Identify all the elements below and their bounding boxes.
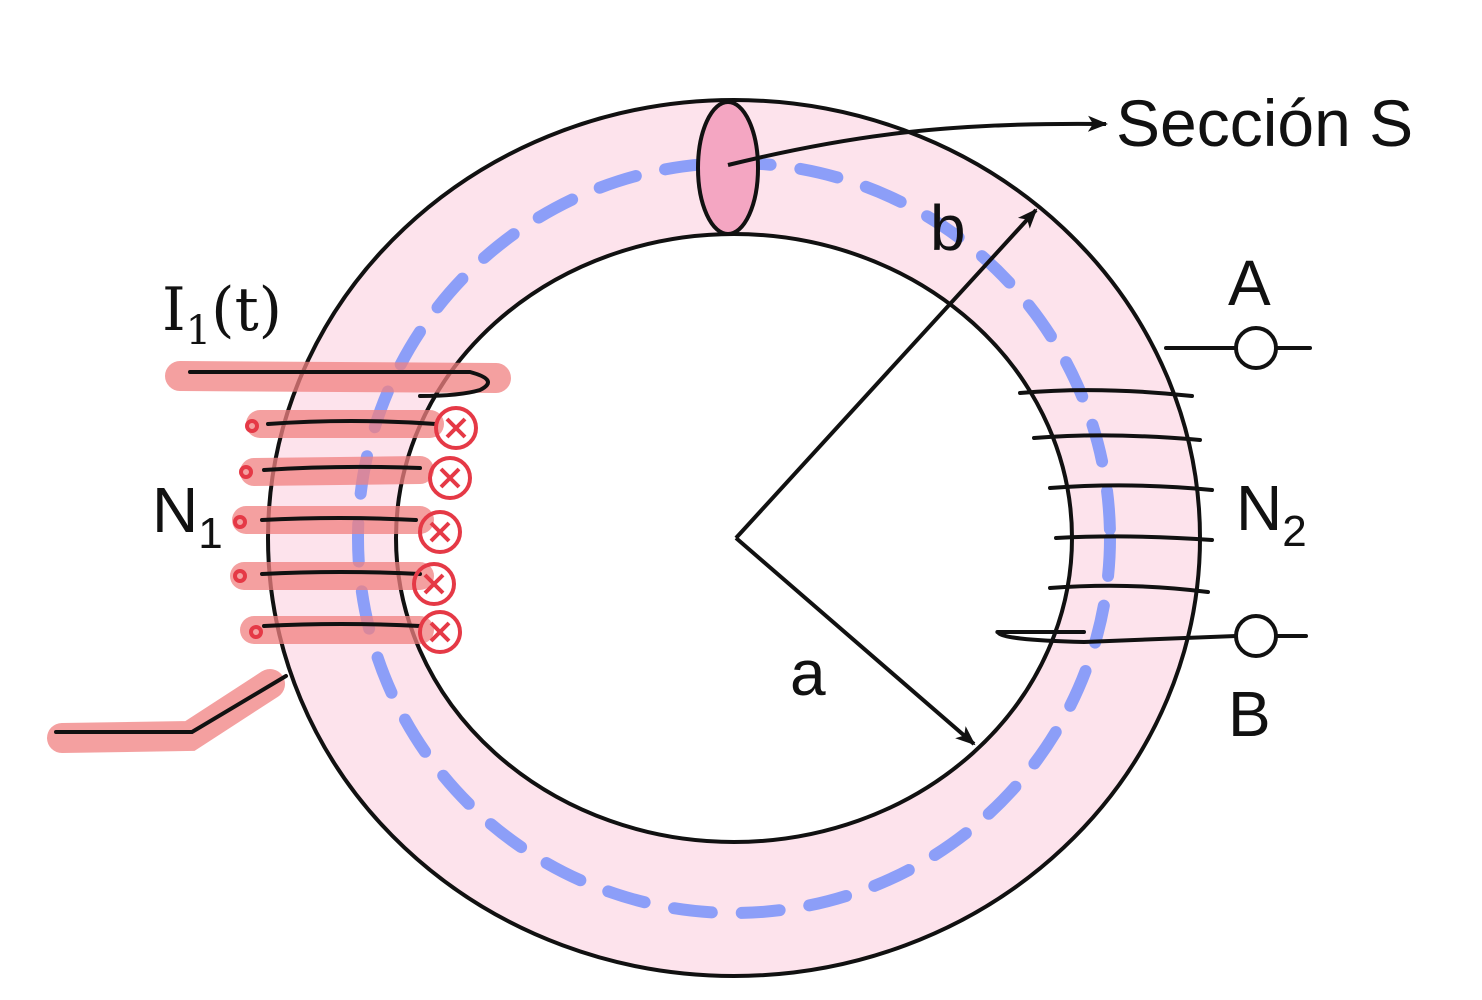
current-label: I1(t) xyxy=(162,275,282,354)
cross-section-ellipse xyxy=(696,100,760,236)
current-direction-marks xyxy=(233,406,478,654)
cross-icon xyxy=(412,562,456,606)
cross-icon xyxy=(428,456,472,500)
n2-label: N2 xyxy=(1236,472,1307,556)
dot-icon xyxy=(233,515,247,529)
dot-icon xyxy=(233,569,247,583)
terminal-b-label: B xyxy=(1228,678,1271,750)
n1-subscript: 1 xyxy=(198,509,222,558)
terminal-b-connector xyxy=(1234,614,1278,658)
n1-main: N xyxy=(152,474,198,546)
terminal-a-connector xyxy=(1234,326,1278,370)
dot-icon xyxy=(245,419,259,433)
current-subscript: 1 xyxy=(186,308,211,354)
current-argument: (t) xyxy=(211,275,282,345)
section-leader-arrow xyxy=(727,115,1108,167)
primary-winding xyxy=(54,370,490,734)
radius-b-label: b xyxy=(930,192,966,264)
dot-icon xyxy=(239,465,253,479)
current-main: I xyxy=(162,275,186,345)
terminal-a-label: A xyxy=(1228,247,1271,319)
radius-a-label: a xyxy=(790,637,826,709)
radius-a-arrow xyxy=(734,536,976,746)
section-label: Sección S xyxy=(1116,86,1413,160)
radius-b-arrow xyxy=(734,208,1038,540)
secondary-winding xyxy=(995,326,1312,658)
cross-icon xyxy=(434,406,478,450)
n2-main: N xyxy=(1236,472,1282,544)
toroid-core xyxy=(265,98,1203,978)
cross-icon xyxy=(418,610,462,654)
n1-label: N1 xyxy=(152,474,223,558)
dot-icon xyxy=(249,625,263,639)
n2-subscript: 2 xyxy=(1282,507,1306,556)
cross-icon xyxy=(418,510,462,554)
